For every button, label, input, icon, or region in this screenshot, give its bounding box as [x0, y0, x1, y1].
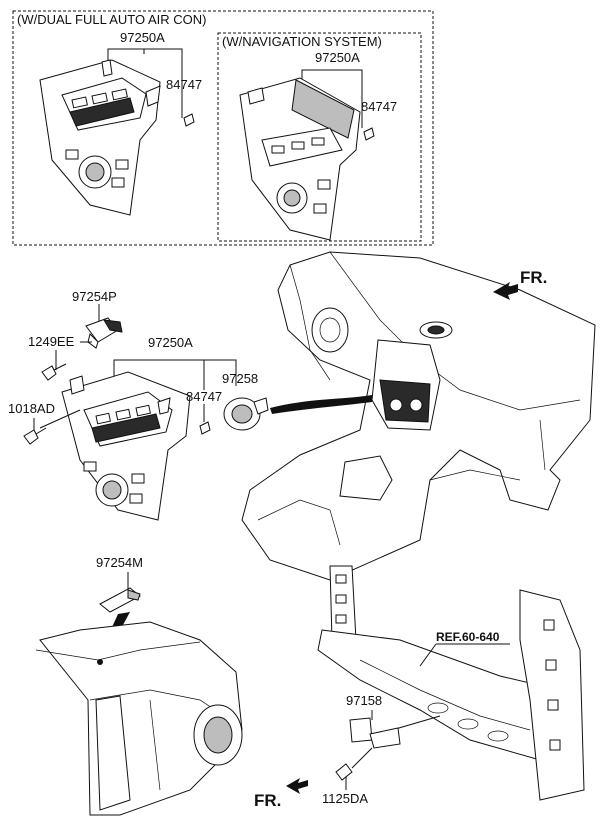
reference-label: REF.60-640 — [436, 630, 500, 644]
climate-controller-main — [61, 371, 191, 521]
part-number-97250A-nav: 97250A — [315, 50, 360, 65]
part-number-1018AD: 1018AD — [8, 401, 55, 416]
front-direction-label-top: FR. — [520, 268, 547, 287]
front-direction-arrow-bottom — [286, 778, 308, 794]
part-number-84747-main: 84747 — [186, 389, 222, 404]
part-number-97250A-main: 97250A — [148, 335, 193, 350]
part-number-1249EE: 1249EE — [28, 334, 75, 349]
screw-1249EE — [41, 363, 67, 381]
part-number-84747-dual: 84747 — [166, 77, 202, 92]
dual-air-con-option-label: (W/DUAL FULL AUTO AIR CON) — [17, 12, 207, 27]
screw-1018AD — [23, 427, 47, 445]
screw-84747-dual — [183, 113, 195, 127]
part-number-84747-nav: 84747 — [361, 99, 397, 114]
screw-84747-nav — [363, 127, 375, 141]
part-number-97258: 97258 — [222, 371, 258, 386]
climate-controller-dual-air-con — [39, 59, 161, 216]
vehicle-front-illustration — [35, 621, 243, 816]
installation-pointer — [270, 395, 372, 414]
front-end-carrier-illustration — [317, 565, 585, 801]
in-car-sensor-97254P — [85, 317, 123, 349]
part-number-1125DA: 1125DA — [322, 791, 368, 806]
dual-air-con-option-box — [12, 10, 434, 246]
front-direction-label-bottom: FR. — [254, 791, 281, 810]
part-number-97254M: 97254M — [96, 555, 143, 570]
ambient-sensor-97158 — [349, 717, 401, 749]
bolt-1125DA — [335, 763, 353, 781]
dashboard-illustration — [241, 251, 596, 581]
navigation-option-label: (W/NAVIGATION SYSTEM) — [222, 34, 382, 49]
screw-84747-main — [199, 421, 211, 435]
ambient-sensor-97254M — [99, 587, 141, 613]
climate-controller-navigation — [239, 77, 361, 241]
navigation-option-box — [217, 32, 422, 242]
front-direction-arrow-top — [493, 282, 518, 300]
photo-sensor-97258 — [223, 397, 269, 431]
part-number-97158: 97158 — [346, 693, 382, 708]
part-number-97254P: 97254P — [72, 289, 117, 304]
part-number-97250A-dual: 97250A — [120, 30, 165, 45]
